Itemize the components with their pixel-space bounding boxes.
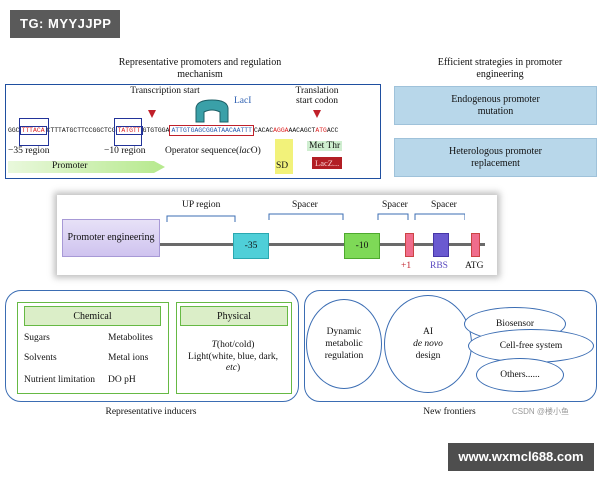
spacer3-label: Spacer — [431, 200, 457, 210]
dna-line — [160, 243, 485, 246]
chem-metal-ions: Metal ions — [108, 353, 149, 363]
minus35-frame — [19, 118, 49, 146]
left-header: Representative promoters and regulation … — [118, 57, 282, 80]
promoter-label: Promoter — [52, 161, 88, 171]
transcription-start-label: Transcription start — [130, 86, 200, 96]
chemical-title: Chemical — [73, 310, 112, 322]
promoter-arrow-icon — [8, 161, 165, 173]
atg-label: ATG — [465, 261, 484, 271]
physical-temperature: T(hot/cold) — [211, 340, 255, 350]
lacI-label: LacI — [234, 96, 252, 106]
seq-minus10-box: TATGTT — [115, 126, 143, 135]
frontiers-caption: New frontiers — [423, 407, 476, 417]
down-arrow-icon — [313, 110, 321, 118]
inducers-panel — [5, 290, 299, 402]
plus1-marker — [405, 233, 414, 257]
sd-label: SD — [276, 161, 289, 171]
met-thr-label: Met Thr — [307, 141, 343, 151]
dynamic-regulation-label: Dynamic metabolic regulation — [324, 327, 364, 361]
strategy-heterologous: Heterologous promoter replacement — [394, 138, 597, 177]
spacer2-label: Spacer — [382, 200, 408, 210]
strategy-endogenous: Endogenous promoter mutation — [394, 86, 597, 125]
rbs-label: RBS — [430, 261, 448, 271]
promoter-mechanism-panel — [5, 84, 381, 179]
physical-light: Light(white, blue, dark, etc) — [188, 352, 278, 373]
right-header: Efficient strategies in promoter enginee… — [437, 57, 563, 80]
minus35-label: −35 region — [8, 146, 50, 156]
minus10-frame — [114, 118, 142, 146]
chem-sugars: Sugars — [24, 333, 50, 343]
minus10-label: −10 region — [104, 146, 146, 156]
inducers-caption: Representative inducers — [105, 407, 197, 417]
physical-header: Physical — [180, 306, 288, 326]
chemical-header: Chemical — [24, 306, 161, 326]
strategy-endogenous-label: Endogenous promoter mutation — [451, 93, 540, 117]
down-arrow-icon — [148, 110, 156, 118]
others-ellipse: Others...... — [476, 358, 564, 392]
seq-minus35-box: TTTACA — [19, 126, 47, 135]
promoter-engineering-box: Promoter engineering — [62, 219, 160, 257]
sd-box — [275, 139, 293, 174]
box-minus35: -35 — [233, 233, 269, 259]
spacer1-label: Spacer — [292, 200, 318, 210]
translation-start-label: Translation start codon — [295, 86, 339, 106]
chem-solvents: Solvents — [24, 353, 57, 363]
lacI-protein-icon — [195, 99, 229, 123]
atg-marker — [471, 233, 480, 257]
watermark-bottom: www.wxmcl688.com — [448, 443, 594, 471]
physical-title: Physical — [217, 310, 251, 322]
csdn-credit: CSDN @楼小鱼 — [512, 407, 570, 416]
frontiers-panel — [304, 290, 597, 402]
region-braces — [166, 213, 465, 222]
seq-operator-box: ATTGTGAGCGGATAACAATTT — [169, 125, 254, 136]
plus1-label: +1 — [401, 261, 412, 271]
up-region-label: UP region — [182, 200, 221, 210]
chem-nutrient: Nutrient limitation — [24, 375, 95, 385]
chem-metabolites: Metabolites — [108, 333, 153, 343]
operator-label: Operator sequence(lacO) — [165, 146, 261, 156]
box-minus10: -10 — [344, 233, 380, 259]
rbs-marker — [433, 233, 449, 257]
dynamic-regulation-ellipse: Dynamic metabolic regulation — [306, 299, 382, 389]
promoter-engineering-label: Promoter engineering — [67, 232, 155, 243]
watermark-top: TG: MYYJJPP — [10, 10, 120, 38]
chem-do-ph: DO pH — [108, 375, 136, 385]
lacz-label: LacZ... — [312, 157, 343, 169]
strategy-heterologous-label: Heterologous promoter replacement — [448, 145, 543, 169]
